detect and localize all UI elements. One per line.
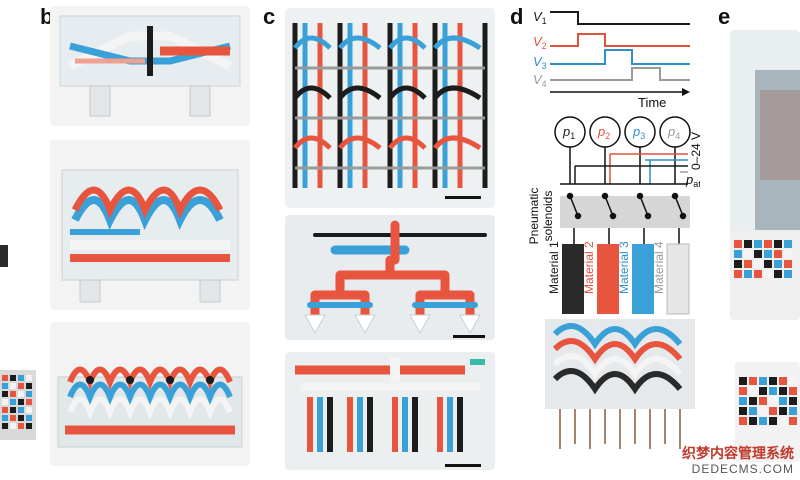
v4-trace: [550, 67, 690, 81]
pressure-p1-label: p1: [562, 124, 575, 141]
panel-label-e: e: [718, 4, 731, 29]
panel-b-photo-1: [50, 6, 250, 126]
scale-bar: [445, 196, 481, 199]
panel-e-photo-2: [735, 362, 800, 462]
voltage-range-label: 0–24 V: [689, 132, 700, 170]
watermark-line-1: 织梦内容管理系统: [682, 446, 794, 463]
grid-module: [292, 23, 488, 188]
panel-b-photo-2: [50, 140, 250, 310]
material-cartridges: [562, 243, 690, 315]
time-axis-label: Time: [638, 95, 666, 110]
material-4-cartridge: [666, 243, 690, 315]
voxel-stack: [730, 230, 800, 320]
panel-label-c: c: [263, 4, 276, 29]
pressure-sources: p1 p2 p3 p4: [554, 116, 691, 148]
panel-e-photo-1: [730, 30, 800, 320]
material-3-label: Material 3: [617, 241, 631, 294]
material-2-label: Material 2: [582, 241, 596, 294]
material-3-cartridge: [632, 244, 654, 314]
material-4-label: Material 4: [652, 241, 666, 294]
solenoid-label-line-1: Pneumatic: [527, 188, 541, 245]
solenoid-label-line-2: solenoids: [541, 191, 555, 242]
panel-b-photo-3: [50, 322, 250, 466]
panel-c-photo-3: [285, 352, 495, 470]
voltage-timing-diagram: V1 V2 V3 V4 Time: [533, 9, 690, 110]
panel-label-d: d: [510, 4, 524, 29]
v3-trace: [550, 49, 690, 65]
v3-label: V3: [533, 54, 547, 71]
material-1-label: Material 1: [547, 241, 561, 294]
scale-bar: [453, 335, 485, 338]
material-1-cartridge: [562, 244, 584, 314]
control-wiring: [560, 147, 688, 185]
v2-label: V2: [533, 34, 547, 51]
p-atm-label: patm: [685, 172, 700, 189]
voxel-cube-partial: [0, 370, 36, 440]
pressure-p3-label: p3: [632, 124, 645, 141]
time-axis-arrowhead: [682, 88, 690, 96]
panel-c-photo-1: [285, 8, 495, 208]
pressure-p2-label: p2: [597, 124, 610, 141]
voxel-cube: [739, 377, 797, 425]
v1-label: V1: [533, 9, 547, 26]
panel-a-partial-photo: [0, 225, 42, 445]
panel-c-photo-2: [285, 215, 495, 340]
pressure-p4-label: p4: [667, 124, 680, 141]
v2-trace: [550, 33, 690, 47]
solenoid-row: [560, 192, 690, 228]
v4-label: V4: [533, 72, 547, 89]
scale-bar: [445, 464, 481, 467]
v1-trace: [550, 11, 690, 25]
watermark: 织梦内容管理系统 DEDECMS.COM: [682, 447, 794, 476]
watermark-line-2: DEDECMS.COM: [691, 461, 794, 476]
multimaterial-printhead: [545, 319, 695, 449]
panel-d-schematic: V1 V2 V3 V4 Time p1 p2 p3 p4 0–24 V: [527, 9, 700, 449]
material-2-cartridge: [597, 244, 619, 314]
